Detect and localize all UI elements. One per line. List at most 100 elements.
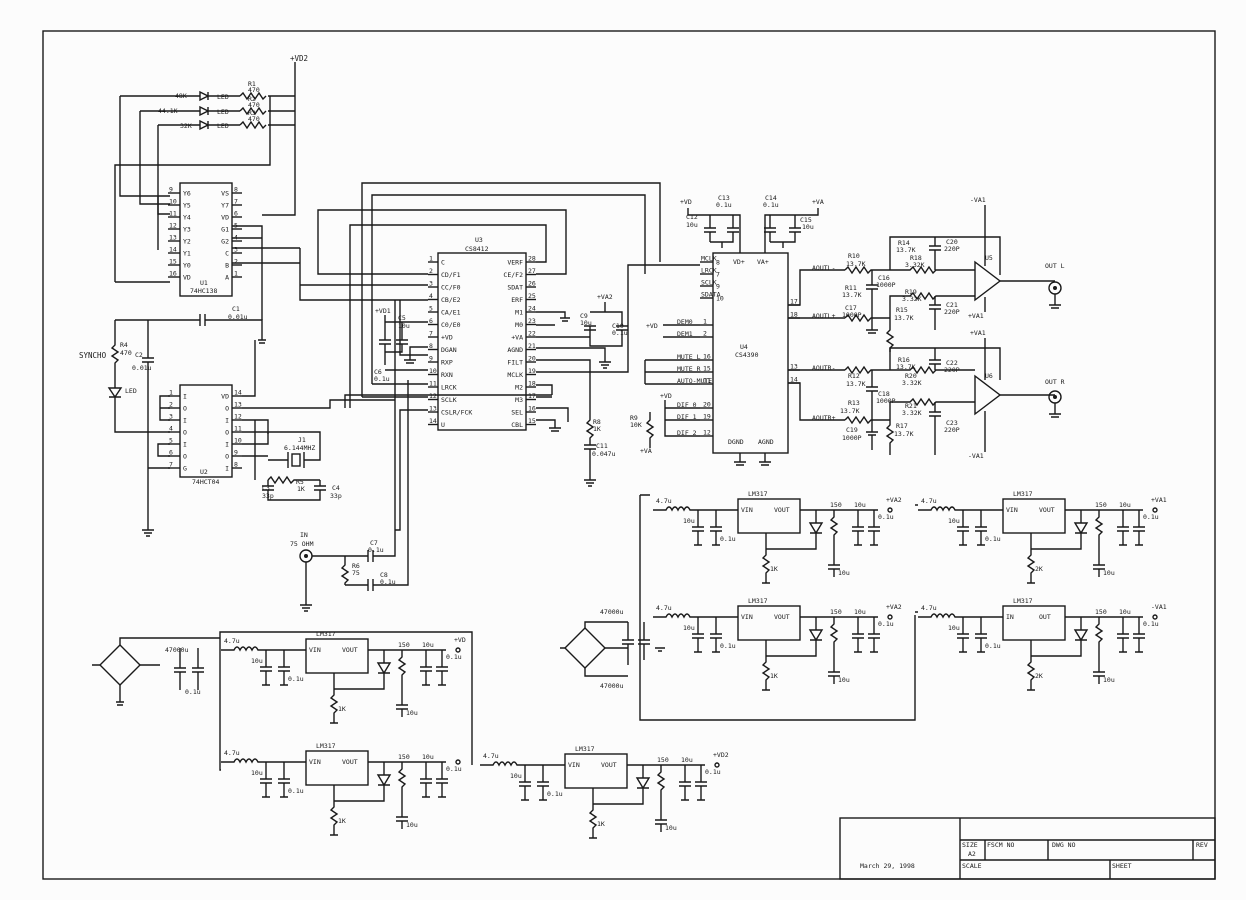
u3-left-pin-num-10: 11 xyxy=(429,380,437,388)
u3-left-pin-num-8: 9 xyxy=(429,355,433,363)
u4-left-pin-num-2: SCLK xyxy=(701,279,717,287)
c2-ref: C2 xyxy=(135,351,143,359)
u3-right-pin-num-1: 27 xyxy=(528,267,536,275)
c23-val: 220P xyxy=(944,426,960,434)
u2-left-pin-name-2: I xyxy=(183,417,187,425)
c11-ref: C11 xyxy=(596,442,608,450)
reg5-cout-10u: 10u xyxy=(854,608,866,616)
synchro-section: C1 0.01u R4 470 SYNCHO LED C2 0.01u xyxy=(79,305,266,537)
rail-va1-bot: +VA1 xyxy=(968,312,984,320)
cap-47000u-right-2: 47000u xyxy=(600,682,624,690)
u2-right-pin-num-0: 14 xyxy=(234,389,242,397)
u2-left-pin-name-0: I xyxy=(183,393,187,401)
reg3-cin-10u: 10u xyxy=(683,517,695,525)
reg4-cout-01u: 0.1u xyxy=(1143,513,1159,521)
c1-val: 0.01u xyxy=(228,313,248,321)
u1-left-pin-num-0: 9 xyxy=(169,186,173,194)
u3-ref: U3 xyxy=(475,236,483,244)
u3-left-pin-num-4: 5 xyxy=(429,305,433,313)
reg2-rail-out: +VD2 xyxy=(713,751,729,759)
u4-left-pin-num-11: 12 xyxy=(703,429,711,437)
u3-right-pin-name-4: M1 xyxy=(515,309,523,317)
reg1-inductor-val: 4.7u xyxy=(224,749,240,757)
reg6-cout-10u: 10u xyxy=(1119,608,1131,616)
u3-left-pin-name-0: C xyxy=(441,259,445,267)
u3-left-pin-name-1: CD/F1 xyxy=(441,271,461,279)
u3-right-pin-name-1: CE/F2 xyxy=(503,271,523,279)
u1-left-pin-name-0: Y6 xyxy=(183,190,191,198)
reg3-vin-label: VIN xyxy=(741,506,753,514)
reg2-cin-10u: 10u xyxy=(510,772,522,780)
u3-left-pin-num-2: 3 xyxy=(429,280,433,288)
led4-label: LED xyxy=(125,387,137,395)
reg5-r150: 150 xyxy=(830,608,842,616)
reg3-inductor-val: 4.7u xyxy=(656,497,672,505)
u2-right-pin-name-2: I xyxy=(225,417,229,425)
r20-ref: R20 xyxy=(905,372,917,380)
title-fscm-label: FSCM NO xyxy=(987,841,1014,849)
u4-left-pin-name-8: AUTO-MUTE xyxy=(677,377,712,385)
u2-right-pin-num-6: 8 xyxy=(234,461,238,469)
u4-left-pin-name-0: 8 xyxy=(716,259,720,267)
aoutl-plus: AOUTL+ xyxy=(812,312,836,320)
u2-left-pin-name-4: I xyxy=(183,441,187,449)
c21-ref: C21 xyxy=(946,301,958,309)
reg6-cin-01u: 0.1u xyxy=(985,642,1001,650)
u1-left-pin-num-4: 13 xyxy=(169,234,177,242)
c7-ref: C7 xyxy=(370,539,378,547)
reg2-cadj-10u: 10u xyxy=(665,824,677,832)
res-r3-val: 470 xyxy=(248,115,260,123)
u3-left-pin-num-6: 7 xyxy=(429,330,433,338)
r11-val: 13.7K xyxy=(842,291,862,299)
u3-right-pin-num-10: 18 xyxy=(528,380,536,388)
reg0-vin-label: VIN xyxy=(309,646,321,654)
c6-val: 0.1u xyxy=(374,375,390,383)
reg1-cout-01u: 0.1u xyxy=(446,765,462,773)
va-label-2: +VA xyxy=(640,447,652,455)
synchro-label: SYNCHO xyxy=(79,351,107,360)
reg5-cin-01u: 0.1u xyxy=(720,642,736,650)
c9-ref: C9 xyxy=(580,312,588,320)
r15-val: 13.7K xyxy=(894,314,914,322)
rail-va1-r-top: +VA1 xyxy=(970,329,986,337)
u3-right-pin-num-3: 25 xyxy=(528,292,536,300)
u4-right-pin-num-2: 13 xyxy=(790,363,798,371)
rail-label-vd2: +VD2 xyxy=(290,54,308,63)
u1-right-pin-name-2: VD xyxy=(221,214,229,222)
in-75ohm: 75 OHM xyxy=(290,540,314,548)
c22-ref: C22 xyxy=(946,359,958,367)
r16-ref: R16 xyxy=(898,356,910,364)
r17-val: 13.7K xyxy=(894,430,914,438)
j1-val: 6.144MHZ xyxy=(284,444,315,452)
reg6-r150: 150 xyxy=(1095,608,1107,616)
u1-left-pin-name-4: Y2 xyxy=(183,238,191,246)
u3-left-pin-name-6: +VD xyxy=(441,334,453,342)
reg5-part: LM317 xyxy=(748,597,768,605)
u1-left-pin-num-3: 12 xyxy=(169,222,177,230)
r19-val: 3.32K xyxy=(902,295,922,303)
u2-ref: U2 xyxy=(200,468,208,476)
u3-left-pin-num-12: 13 xyxy=(429,405,437,413)
u3-body xyxy=(437,252,527,431)
c14-ref: C14 xyxy=(765,194,777,202)
c7-val: 0.1u xyxy=(368,546,384,554)
r5-val: 1K xyxy=(297,485,305,493)
u2-right-pin-num-1: 13 xyxy=(234,401,242,409)
reg3-cadj-10u: 10u xyxy=(838,569,850,577)
u4-left-pin-num-8: 11 xyxy=(703,377,711,385)
r4-ref: R4 xyxy=(120,341,128,349)
reg2-vout-label: VOUT xyxy=(601,761,617,769)
u2-body xyxy=(179,384,233,478)
vd-label-3: +VD xyxy=(660,392,672,400)
led-label-1: LED xyxy=(217,93,229,101)
u2-right-pin-name-1: O xyxy=(225,405,229,413)
reg6-vout-label: OUT xyxy=(1039,613,1051,621)
c14-val: 0.1u xyxy=(763,201,779,209)
res-r2-val: 470 xyxy=(248,101,260,109)
